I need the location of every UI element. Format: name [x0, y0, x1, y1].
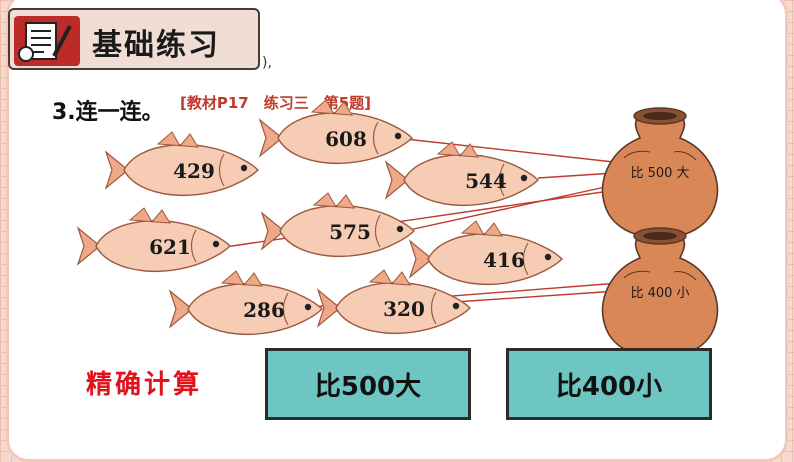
pot-label: 比 400 小	[630, 286, 689, 301]
fish-575[interactable]: 575	[261, 192, 415, 258]
answer-box-greater-500[interactable]: 比500大	[265, 348, 471, 420]
line-608	[395, 137, 633, 165]
fish-number: 416	[483, 248, 525, 272]
fish-number: 621	[149, 235, 191, 259]
fish-number: 608	[325, 127, 367, 151]
fish-number: 429	[173, 159, 215, 183]
pot-greater-500: 比 500 大	[601, 107, 719, 239]
fish-number: 286	[243, 298, 285, 322]
fish-286[interactable]: 286	[169, 270, 323, 336]
matching-scene: 比 500 大 比 400 小 608 429 544 575 621 416 …	[77, 99, 719, 359]
header-title: 基础练习	[92, 28, 220, 63]
fish-416[interactable]: 416	[409, 220, 563, 286]
fish-608[interactable]: 608	[259, 99, 413, 165]
fish-621[interactable]: 621	[77, 207, 231, 273]
section-header: 基础练习	[8, 8, 260, 70]
calc-heading: 精确计算	[86, 370, 203, 400]
notebook-icon	[18, 22, 72, 62]
fish-number: 544	[465, 169, 507, 193]
fish-number: 575	[329, 220, 371, 244]
pot-label: 比 500 大	[630, 166, 689, 181]
question-label: 3.连一连。	[52, 100, 164, 125]
line-575	[399, 181, 629, 233]
fish-320[interactable]: 320	[317, 269, 471, 335]
answer-box-less-400[interactable]: 比400小	[506, 348, 712, 420]
header-icon-box	[14, 16, 80, 66]
line-320	[454, 289, 633, 303]
header-mark: ),	[262, 55, 272, 71]
fish-544[interactable]: 544	[385, 141, 539, 207]
fish-number: 320	[383, 297, 425, 321]
fish-429[interactable]: 429	[105, 131, 259, 197]
pot-less-400: 比 400 小	[601, 227, 719, 359]
